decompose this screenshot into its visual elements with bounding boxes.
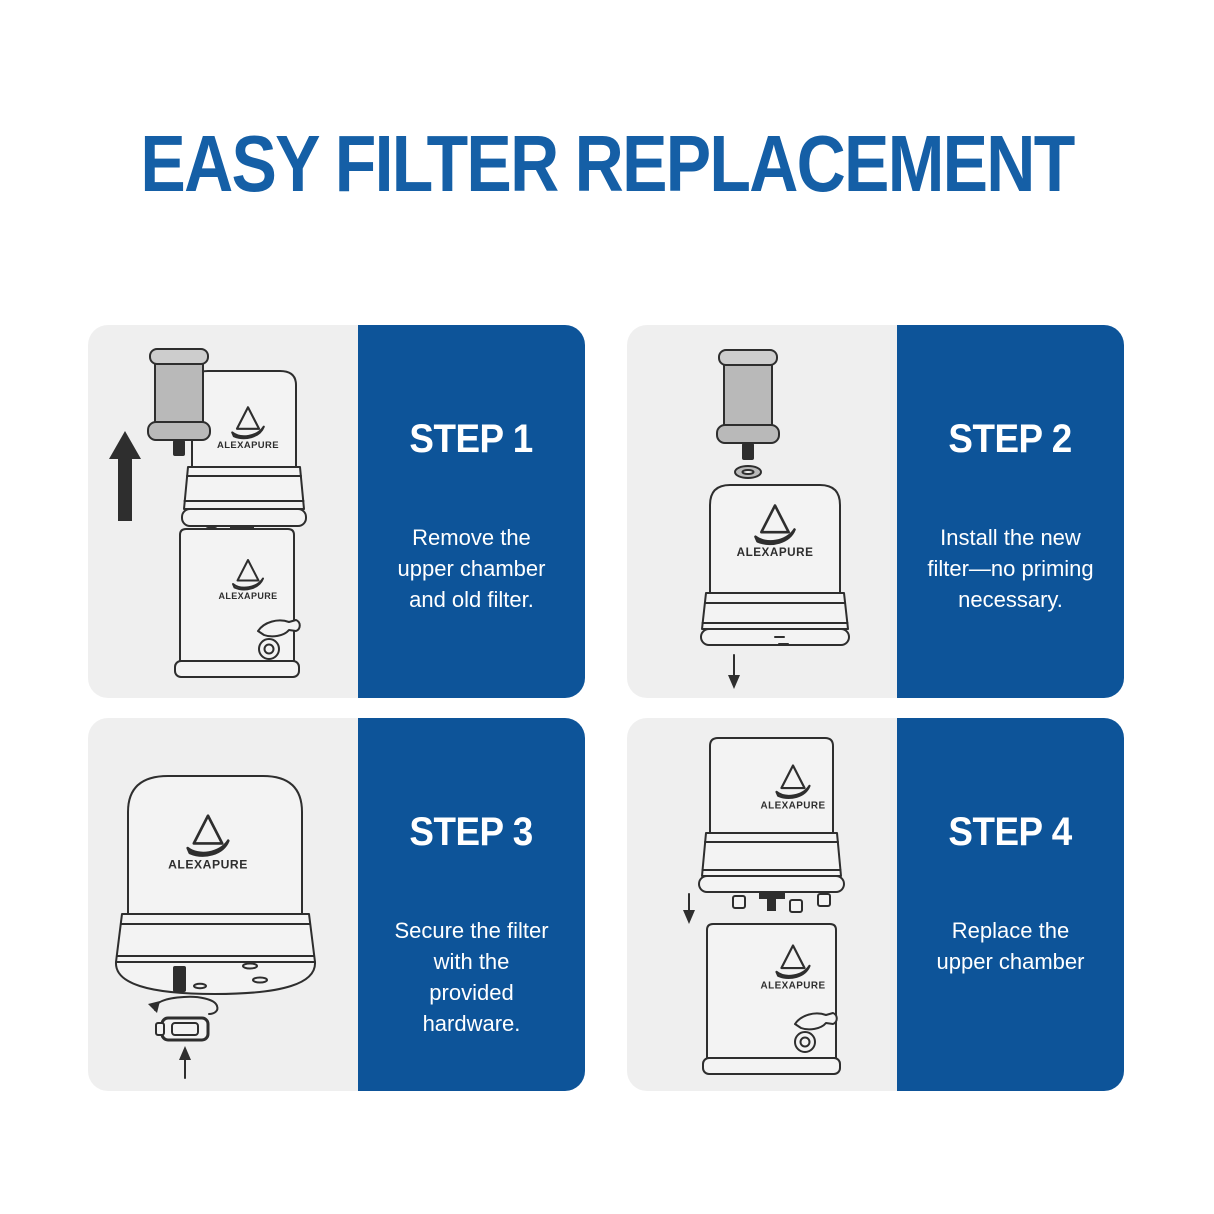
step-1-drawing: ALEXAPURE xyxy=(109,348,307,678)
step-4-title: STEP 4 xyxy=(948,810,1073,854)
up-arrow-icon xyxy=(109,431,141,521)
step-2-drawing xyxy=(700,349,850,689)
step-4-card: STEP 4 Replace the upper chamber xyxy=(627,718,1124,1091)
page-title: EASY FILTER REPLACEMENT xyxy=(140,119,1075,208)
inverted-upper-chamber xyxy=(114,775,317,995)
step-2-description: Install the new filter—no priming necess… xyxy=(927,525,1094,612)
up-arrow-icon xyxy=(179,1046,191,1079)
rotate-arrow-icon xyxy=(148,995,219,1015)
steps-grid: ALEXAPURE xyxy=(88,325,1124,1091)
step-2-card: STEP 2 Install the new filter—no priming… xyxy=(627,325,1124,698)
filter-stem xyxy=(173,966,186,992)
step-3-title: STEP 3 xyxy=(409,810,534,854)
step-4-panel: STEP 4 Replace the upper chamber xyxy=(897,718,1124,1091)
step-1-illustration: ALEXAPURE xyxy=(88,325,358,698)
spigot xyxy=(794,1012,838,1053)
step-2-title: STEP 2 xyxy=(948,417,1073,461)
step-3-card: STEP 3 Secure the filter with the provid… xyxy=(88,718,585,1091)
step-3-description: Secure the filter with the provided hard… xyxy=(394,918,549,1036)
step-2-panel: STEP 2 Install the new filter—no priming… xyxy=(897,325,1124,698)
down-arrow-icon xyxy=(728,654,740,689)
filter-cartridge xyxy=(716,349,780,460)
step-4-drawing xyxy=(683,737,845,1075)
step-4-illustration xyxy=(627,718,897,1091)
spigot xyxy=(257,619,301,660)
step-2-illustration xyxy=(627,325,897,698)
step-1-description: Remove the upper chamber and old filter. xyxy=(397,525,546,612)
upper-chamber xyxy=(698,737,845,913)
upper-chamber xyxy=(700,484,850,646)
step-1-panel: STEP 1 Remove the upper chamber and old … xyxy=(358,325,585,698)
wing-nut xyxy=(155,1016,210,1042)
step-4-description: Replace the upper chamber xyxy=(936,918,1085,974)
washer xyxy=(734,465,762,479)
filter-cartridge xyxy=(147,348,211,456)
lower-chamber xyxy=(702,923,841,1075)
step-1-card: ALEXAPURE xyxy=(88,325,585,698)
step-3-panel: STEP 3 Secure the filter with the provid… xyxy=(358,718,585,1091)
step-1-title: STEP 1 xyxy=(409,417,534,461)
down-arrow-icon xyxy=(683,893,695,924)
lower-chamber xyxy=(174,528,301,678)
step-3-drawing xyxy=(114,775,317,1079)
step-3-illustration xyxy=(88,718,358,1091)
